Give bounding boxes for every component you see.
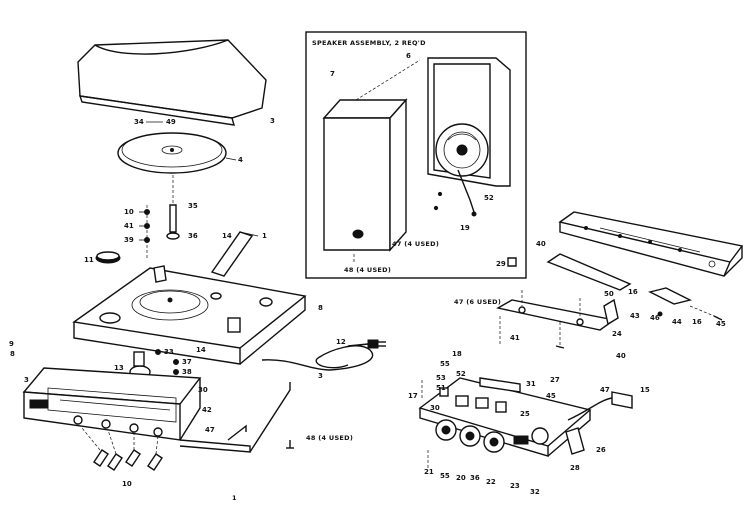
callout-26: 26 (596, 446, 606, 454)
speaker-used-b: 48 (4 USED) (344, 266, 391, 274)
pin-assembly (647, 287, 723, 321)
speaker-used-a: 47 (4 USED) (392, 240, 439, 248)
callout-42: 42 (202, 406, 212, 414)
speaker-assembly-inset: SPEAKER ASSEMBLY, 2 REQ'D (305, 31, 527, 279)
callout-10-knobs: 10 (122, 480, 132, 488)
callout-50: 50 (604, 290, 614, 298)
callout-25: 25 (520, 410, 530, 418)
dust-cover (77, 39, 267, 126)
tone-arm (210, 231, 259, 277)
base-screws (286, 440, 294, 449)
callout-52: 52 (484, 194, 494, 202)
callout-7: 7 (330, 70, 335, 78)
callout-17: 17 (408, 392, 418, 400)
callout-31: 31 (526, 380, 536, 388)
note-used-main: 47 (6 USED) (454, 298, 501, 306)
callout-41-b: 41 (510, 334, 520, 342)
callout-45: 45 (716, 320, 726, 328)
callout-15: 15 (640, 386, 650, 394)
callout-9: 9 (9, 340, 14, 348)
callout-11: 11 (84, 256, 94, 264)
callout-19: 19 (460, 224, 470, 232)
callout-22: 22 (486, 478, 496, 486)
callout-14: 14 (222, 232, 232, 240)
callout-52-b: 52 (456, 370, 466, 378)
turntable-base (72, 265, 307, 365)
note-used-bottom: 48 (4 USED) (306, 434, 353, 442)
callout-3: 3 (270, 117, 275, 125)
speaker-box-title: SPEAKER ASSEMBLY, 2 REQ'D (312, 39, 426, 47)
callout-3-front: 3 (24, 376, 29, 384)
callout-16-top: 16 (628, 288, 638, 296)
control-knobs (81, 427, 163, 471)
callout-47-board: 47 (600, 386, 610, 394)
callout-43: 43 (630, 312, 640, 320)
part-29 (507, 257, 517, 267)
callout-41: 41 (124, 222, 134, 230)
callout-37: 37 (182, 358, 192, 366)
callout-55: 55 (440, 360, 450, 368)
callout-39: 39 (124, 236, 134, 244)
callout-32: 32 (530, 488, 540, 496)
turntable-platter (117, 132, 227, 174)
amplifier-circuit-board (418, 377, 633, 470)
callout-30: 30 (198, 386, 208, 394)
front-cabinet (22, 367, 291, 453)
callout-28: 28 (570, 464, 580, 472)
callout-45-board: 45 (546, 392, 556, 400)
callout-44: 44 (672, 318, 682, 326)
callout-14-b: 14 (196, 346, 206, 354)
callout-46: 46 (650, 314, 660, 322)
callout-6: 6 (406, 52, 411, 60)
callout-40: 40 (616, 352, 626, 360)
callout-47: 47 (205, 426, 215, 434)
callout-3-cord: 3 (318, 372, 323, 380)
callout-53: 53 (436, 374, 446, 382)
callout-8: 8 (10, 350, 15, 358)
callout-38: 38 (182, 368, 192, 376)
callout-35: 35 (188, 202, 198, 210)
platter-hardware (139, 175, 180, 260)
callout-8-base: 8 (318, 304, 323, 312)
callout-34: 34 (134, 118, 144, 126)
callout-23: 23 (510, 482, 520, 490)
support-bracket (496, 290, 619, 349)
callout-4: 4 (238, 156, 243, 164)
callout-10: 10 (124, 208, 134, 216)
power-cord (261, 339, 386, 371)
callout-12: 12 (336, 338, 346, 346)
callout-21: 21 (424, 468, 434, 476)
callout-51: 51 (436, 384, 446, 392)
top-panel-assembly (546, 211, 744, 291)
callout-30-board: 30 (430, 404, 440, 412)
page-mark: 1 (232, 494, 237, 502)
callout-18: 18 (452, 350, 462, 358)
callout-16: 16 (692, 318, 702, 326)
callout-40-top: 40 (536, 240, 546, 248)
callout-36-board: 36 (470, 474, 480, 482)
callout-1: 1 (262, 232, 267, 240)
callout-20: 20 (456, 474, 466, 482)
callout-36: 36 (188, 232, 198, 240)
callout-24: 24 (612, 330, 622, 338)
callout-54-a: 55 (440, 472, 450, 480)
spindle-adapter (95, 251, 121, 264)
callout-13: 13 (114, 364, 124, 372)
callout-29: 29 (496, 260, 506, 268)
callout-49: 49 (166, 118, 176, 126)
callout-33: 33 (164, 348, 174, 356)
callout-27: 27 (550, 376, 560, 384)
